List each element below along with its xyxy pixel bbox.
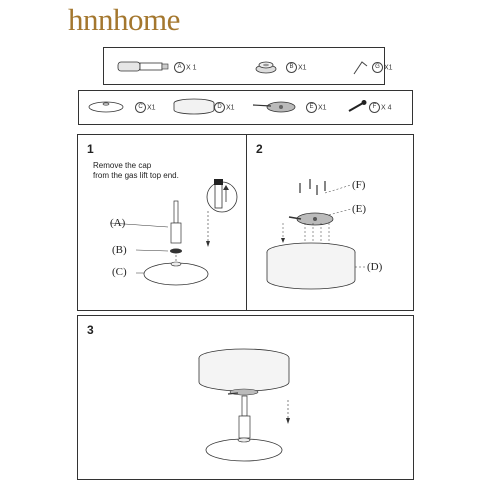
step1-number: 1 [87, 142, 94, 156]
callout-c: (C) [112, 266, 127, 278]
step3-illustration [198, 348, 290, 462]
step2-panel: 2 (F) (E) (D) [246, 134, 414, 311]
callout-f: (F) [352, 179, 366, 191]
step2-illustration [266, 179, 365, 290]
mechanism-part-e [252, 101, 296, 113]
step1-illustration [109, 179, 238, 286]
callout-a: (A) [110, 217, 126, 229]
step3-panel: 3 [77, 315, 414, 480]
step2-number: 2 [256, 142, 263, 156]
step3-number: 3 [87, 323, 94, 337]
callout-e: (E) [352, 203, 367, 215]
callout-b: (B) [112, 244, 127, 256]
callout-d: (D) [367, 261, 383, 273]
seat-part-d [173, 98, 215, 115]
step1-instruction-line1: Remove the cap [93, 161, 152, 170]
step1-instruction-line2: from the gas lift top end. [93, 171, 179, 180]
base-part-c [88, 101, 124, 113]
allen-key-part-g [353, 61, 368, 75]
step1-panel: 1 Remove the cap from the gas lift top e… [77, 134, 247, 311]
cap-part-b [255, 61, 277, 74]
screw-part-f [348, 100, 367, 112]
brand-logo: hnnhome [68, 2, 180, 37]
gas-lift-part-a [117, 61, 169, 72]
